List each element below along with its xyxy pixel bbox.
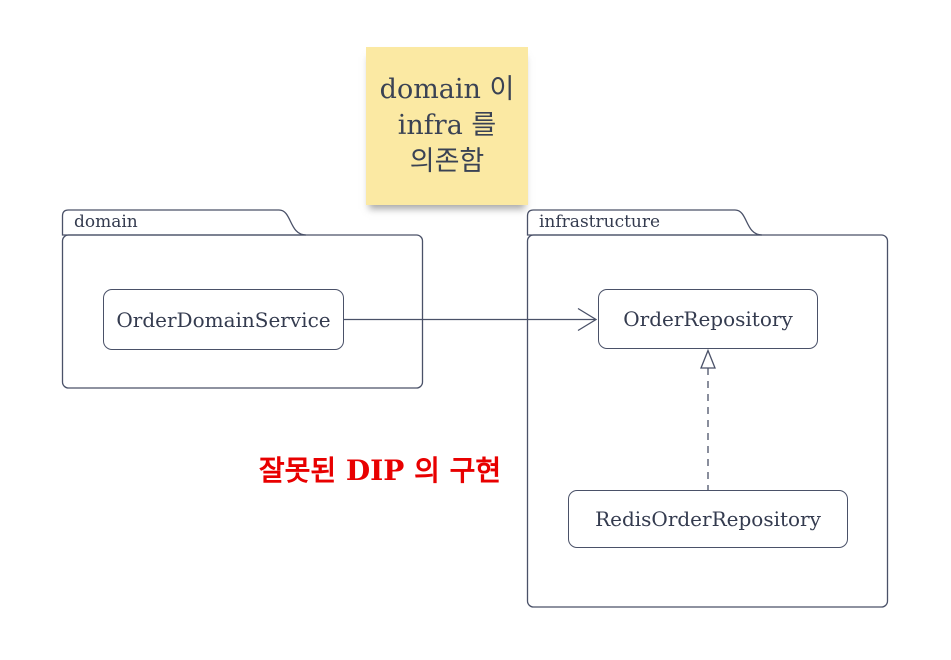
node-order-domain-service: OrderDomainService: [103, 289, 344, 350]
node-label: OrderDomainService: [116, 307, 331, 332]
node-order-repository: OrderRepository: [598, 289, 818, 349]
dependency-arrow: [344, 307, 598, 332]
sticky-note-text: domain 이 infra 를 의존함: [380, 72, 515, 180]
sticky-note-line: infra 를: [397, 110, 497, 141]
node-label: OrderRepository: [623, 307, 793, 331]
realization-arrow: [700, 348, 716, 490]
sticky-note-line: 의존함: [409, 146, 485, 177]
node-label: RedisOrderRepository: [595, 507, 821, 531]
package-label-domain: domain: [74, 212, 138, 232]
sticky-note: domain 이 infra 를 의존함: [366, 47, 528, 205]
package-infrastructure-outline: [526, 209, 889, 608]
package-label-infrastructure: infrastructure: [539, 212, 661, 232]
node-redis-order-repository: RedisOrderRepository: [568, 490, 848, 548]
caption-wrong-dip: 잘못된 DIP 의 구현: [258, 454, 502, 487]
package-domain-outline: [61, 209, 424, 389]
sticky-note-line: domain 이: [379, 74, 515, 105]
